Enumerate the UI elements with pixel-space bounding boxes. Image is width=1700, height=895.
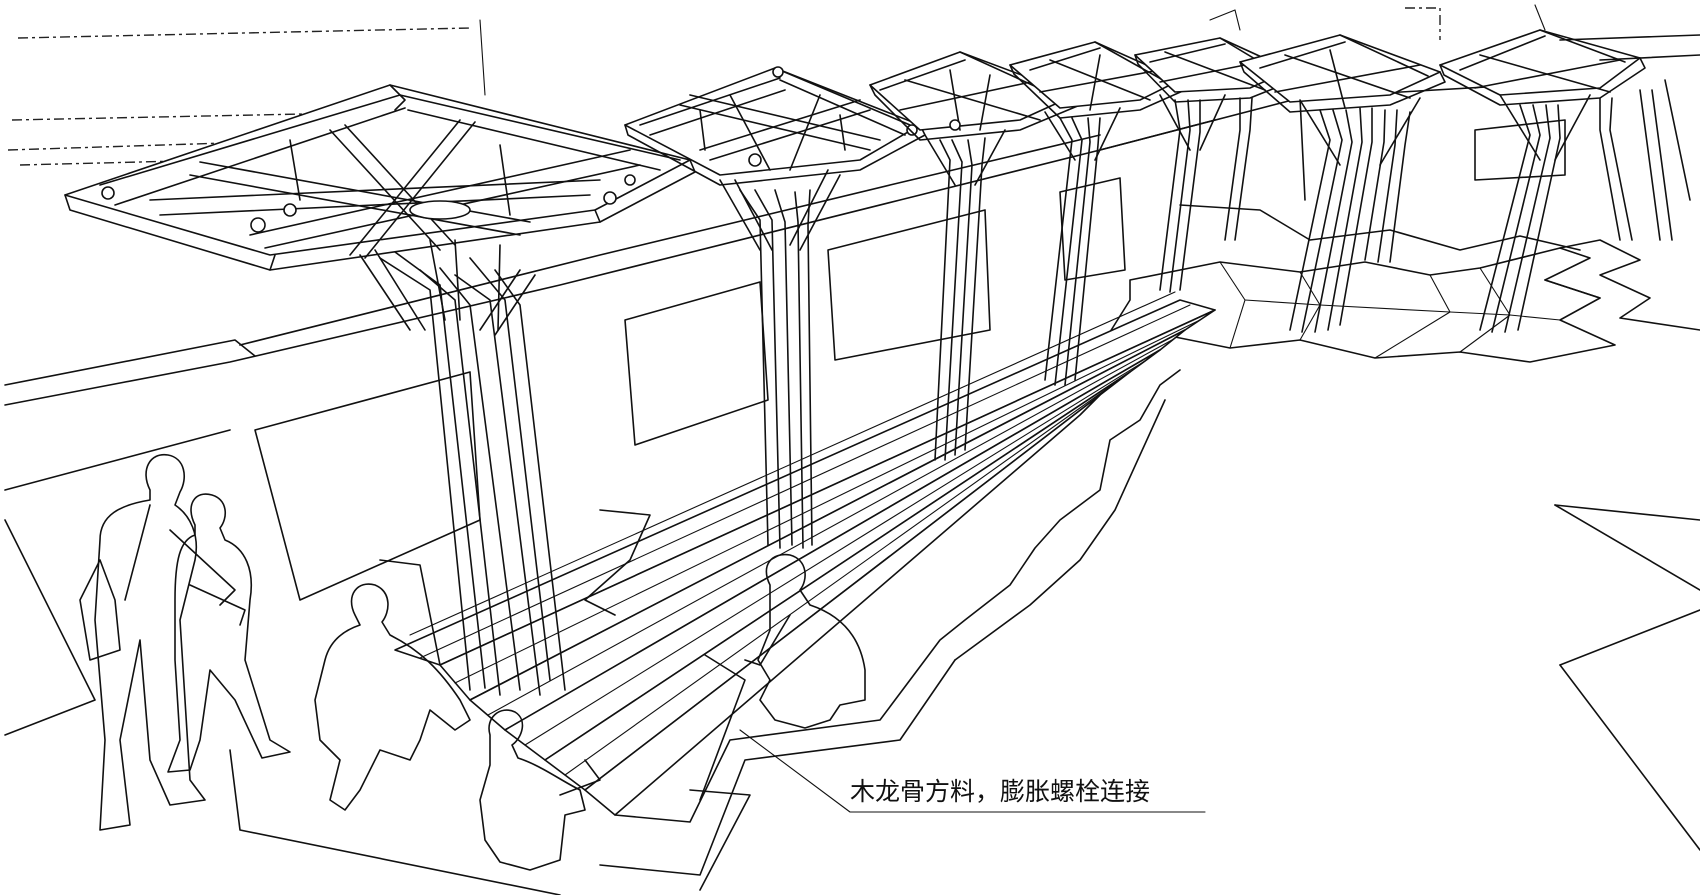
- timber-deck: [379, 291, 1216, 891]
- callout-label: 木龙骨方料，膨胀螺栓连接: [850, 777, 1150, 806]
- canopy-6: [1239, 34, 1446, 113]
- callout: 木龙骨方料，膨胀螺栓连接: [739, 729, 1206, 813]
- column-6: [1289, 97, 1421, 333]
- ground-outlines: [4, 504, 1700, 895]
- canopy-4: [1009, 41, 1186, 119]
- column-4: [1044, 107, 1121, 386]
- leader-line: [739, 729, 1206, 813]
- hexagon-paving: [1104, 204, 1700, 363]
- column-2: [719, 169, 841, 549]
- person-crouching-front: [479, 709, 601, 871]
- person-crouching-left: [314, 583, 471, 811]
- canopy-2: [624, 66, 926, 186]
- wall-panel: [624, 281, 769, 446]
- person-crouching-right: [744, 553, 866, 729]
- column-1: [359, 239, 566, 696]
- canopy-1: [64, 84, 696, 271]
- column-7: [1479, 79, 1691, 333]
- wall-panel: [827, 209, 991, 361]
- wall-panel: [1059, 177, 1126, 281]
- column-3: [924, 129, 1006, 461]
- wall-panel: [254, 371, 481, 601]
- column-5: [1159, 94, 1253, 293]
- wall-panel: [1474, 119, 1566, 181]
- canopy-7: [1439, 29, 1700, 106]
- person-standing-middle: [167, 493, 291, 773]
- person-standing-left: [79, 454, 236, 831]
